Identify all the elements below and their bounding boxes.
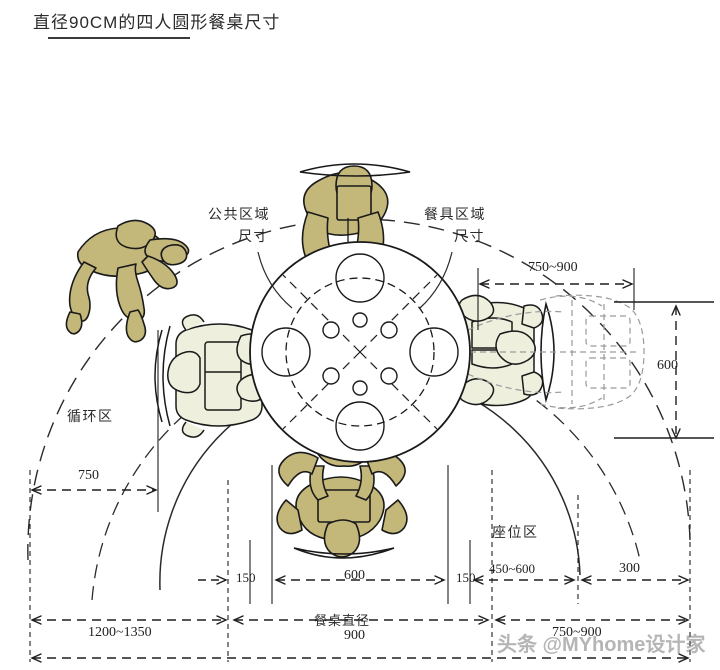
tableware-small-circles bbox=[322, 312, 398, 396]
table-quadrant-lines bbox=[282, 274, 438, 430]
dim-text-right-vertical: 600 bbox=[657, 358, 678, 373]
seated-figure-left-backrest bbox=[154, 325, 171, 427]
dining-table bbox=[249, 241, 471, 463]
dim-text-seat: 450~600 bbox=[489, 561, 536, 576]
circulation-inner-arc bbox=[91, 343, 641, 601]
dim-text-tableware-right: 150 bbox=[456, 570, 476, 585]
seated-figure-top-chairback bbox=[299, 163, 411, 177]
place-setting-circles bbox=[261, 253, 459, 451]
seated-figure-bottom-chairback bbox=[293, 547, 395, 559]
ghost-chair-extension bbox=[467, 294, 645, 410]
label-seating-zone: 座位区 bbox=[492, 524, 539, 540]
label-public-area-sub: 尺寸 bbox=[238, 228, 269, 244]
dim-text-total-right: 750~900 bbox=[552, 625, 602, 640]
label-circulation-zone: 循环区 bbox=[67, 408, 114, 424]
seated-figure-right bbox=[458, 294, 544, 407]
label-tableware-area: 餐具区域 bbox=[424, 206, 486, 222]
watermark: 头条 @MYhome设计家 bbox=[497, 634, 706, 656]
seated-figure-bottom bbox=[276, 447, 408, 558]
dim-overall bbox=[30, 653, 690, 663]
circulation-boundary-arc bbox=[27, 218, 691, 561]
label-public-area: 公共区域 bbox=[208, 206, 270, 222]
dim-right-vertical bbox=[614, 301, 714, 440]
dim-text-left-circulation: 750 bbox=[78, 468, 99, 483]
seated-figure-right-chairback bbox=[540, 300, 555, 404]
dim-text-access: 300 bbox=[619, 561, 640, 576]
dim-text-table-diameter-label: 餐桌直径 bbox=[314, 613, 371, 628]
dim-chain-summary bbox=[30, 615, 690, 625]
dim-left-circulation bbox=[30, 485, 158, 495]
label-tableware-area-sub: 尺寸 bbox=[454, 228, 485, 244]
header: 直径90CM的四人圆形餐桌尺寸 bbox=[0, 0, 720, 48]
standing-figure bbox=[65, 219, 190, 343]
dim-text-table-diameter-value: 900 bbox=[344, 628, 365, 643]
public-zone-circle bbox=[285, 277, 435, 427]
dim-right-clearance bbox=[478, 279, 634, 289]
callout-leaders bbox=[257, 251, 453, 309]
dim-text-tableware-left: 150 bbox=[236, 570, 256, 585]
dim-text-right-clearance: 750~900 bbox=[528, 260, 578, 275]
witness-lines bbox=[29, 268, 691, 662]
dim-text-total-left: 1200~1350 bbox=[88, 625, 152, 640]
dim-chain-upper bbox=[198, 575, 690, 585]
title-underline bbox=[48, 37, 190, 39]
page-title: 直径90CM的四人圆形餐桌尺寸 bbox=[33, 13, 281, 32]
dim-text-public: 600 bbox=[344, 568, 365, 583]
